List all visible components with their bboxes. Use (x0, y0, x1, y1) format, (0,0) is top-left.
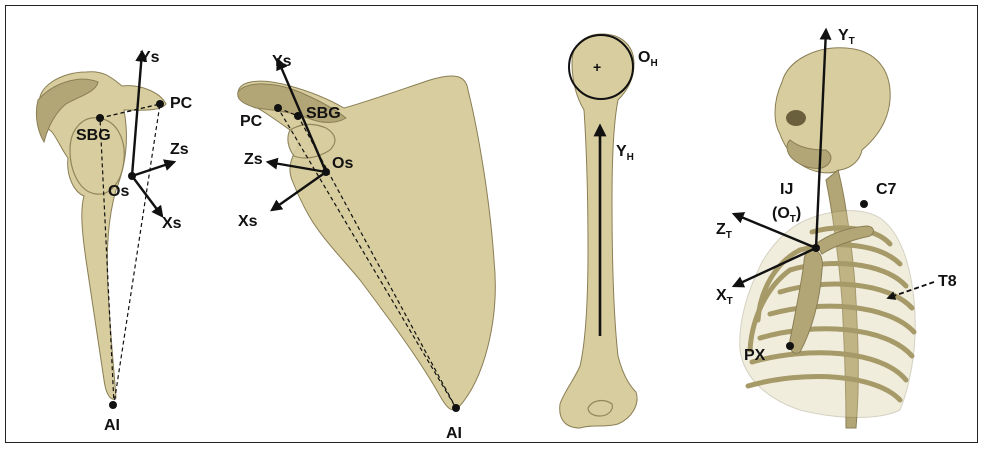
point-os-posterior (322, 168, 330, 176)
label-px: PX (744, 347, 766, 364)
label-ot: (OT) (772, 205, 801, 225)
scapula-posterior-bone (238, 76, 495, 410)
label-ai-posterior: AI (446, 425, 462, 442)
label-xs: Xs (162, 215, 182, 232)
label-os-posterior: Os (332, 155, 353, 172)
xs-axis-lateral (132, 176, 162, 216)
point-ai-lateral (109, 401, 117, 409)
point-os-lateral (128, 172, 136, 180)
label-sbg-posterior: SBG (306, 105, 341, 122)
point-sbg-lateral (96, 114, 104, 122)
label-ai: AI (104, 417, 120, 434)
label-pc-posterior: PC (240, 113, 263, 130)
label-xt-sub: T (727, 296, 733, 307)
humerus-distal-fossa (588, 401, 612, 416)
label-xs-posterior: Xs (238, 213, 258, 230)
label-sbg: SBG (76, 127, 111, 144)
label-ot-close: ) (796, 205, 801, 222)
label-zs: Zs (170, 141, 189, 158)
label-ij: IJ (780, 181, 793, 198)
label-pc: PC (170, 95, 193, 112)
ys-axis-lateral (132, 52, 142, 176)
label-zt: ZT (716, 221, 732, 241)
label-ot-open: (O (772, 205, 790, 222)
label-oh-sub: H (650, 58, 657, 69)
point-ai-posterior (452, 404, 460, 412)
label-yh-main: Y (616, 143, 627, 160)
label-ys: Ys (140, 49, 160, 66)
label-zt-sub: T (726, 230, 732, 241)
point-c7 (860, 200, 868, 208)
label-ys-posterior: Ys (272, 53, 292, 70)
label-yt-sub: T (849, 36, 855, 47)
point-sbg-posterior (294, 112, 302, 120)
point-pc-lateral (156, 100, 164, 108)
label-xt-main: X (716, 287, 727, 304)
humerus-view: + OH YH (560, 34, 658, 428)
label-zt-main: Z (716, 221, 726, 238)
center-mark-oh: + (593, 59, 601, 75)
label-yh-sub: H (627, 152, 634, 163)
label-oh-main: O (638, 49, 650, 66)
label-yt-main: Y (838, 27, 849, 44)
eye-socket (786, 110, 806, 126)
label-yh: YH (616, 143, 634, 163)
label-oh: OH (638, 49, 658, 69)
point-ij (812, 244, 820, 252)
label-t8: T8 (938, 273, 957, 290)
label-os: Os (108, 183, 129, 200)
zs-axis-lateral (132, 162, 174, 176)
label-c7: C7 (876, 181, 897, 198)
label-yt: YT (838, 27, 855, 47)
point-px (786, 342, 794, 350)
point-pc-posterior (274, 104, 282, 112)
label-zs-posterior: Zs (244, 151, 263, 168)
scapula-lateral-view: Ys PC SBG Zs Os Xs AI (36, 49, 192, 434)
label-xt: XT (716, 287, 733, 307)
scapula-posterior-view: Ys PC SBG Zs Os Xs AI (238, 53, 496, 442)
thorax-view: YT IJ (OT) ZT XT C7 T8 PX (716, 27, 957, 428)
humerus-bone (560, 34, 637, 428)
